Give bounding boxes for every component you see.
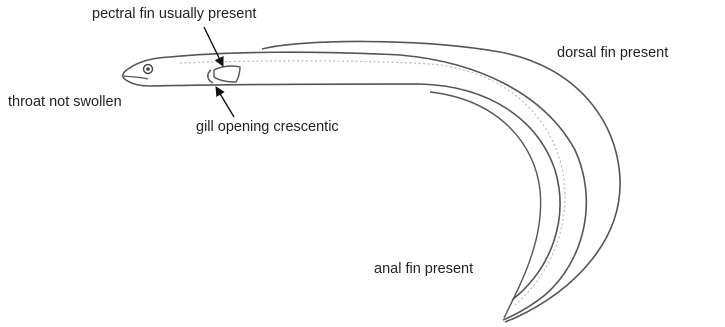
gill-opening (208, 70, 213, 83)
pectoral-fin-pointer (204, 27, 223, 66)
gill-opening-pointer (216, 87, 234, 117)
lateral-line (180, 61, 565, 305)
pectoral-fin-label: pectral fin usually present (92, 7, 256, 22)
throat-label: throat not swollen (8, 95, 122, 110)
dorsal-fin-label: dorsal fin present (557, 46, 668, 61)
eel-body-upper (170, 52, 586, 320)
gill-opening-label: gill opening crescentic (196, 120, 339, 135)
eel-body-lower (150, 84, 560, 300)
anal-fin-outline (430, 92, 541, 318)
eel-pupil (146, 67, 150, 71)
anal-fin-label: anal fin present (374, 262, 473, 277)
pectoral-fin (214, 66, 240, 82)
